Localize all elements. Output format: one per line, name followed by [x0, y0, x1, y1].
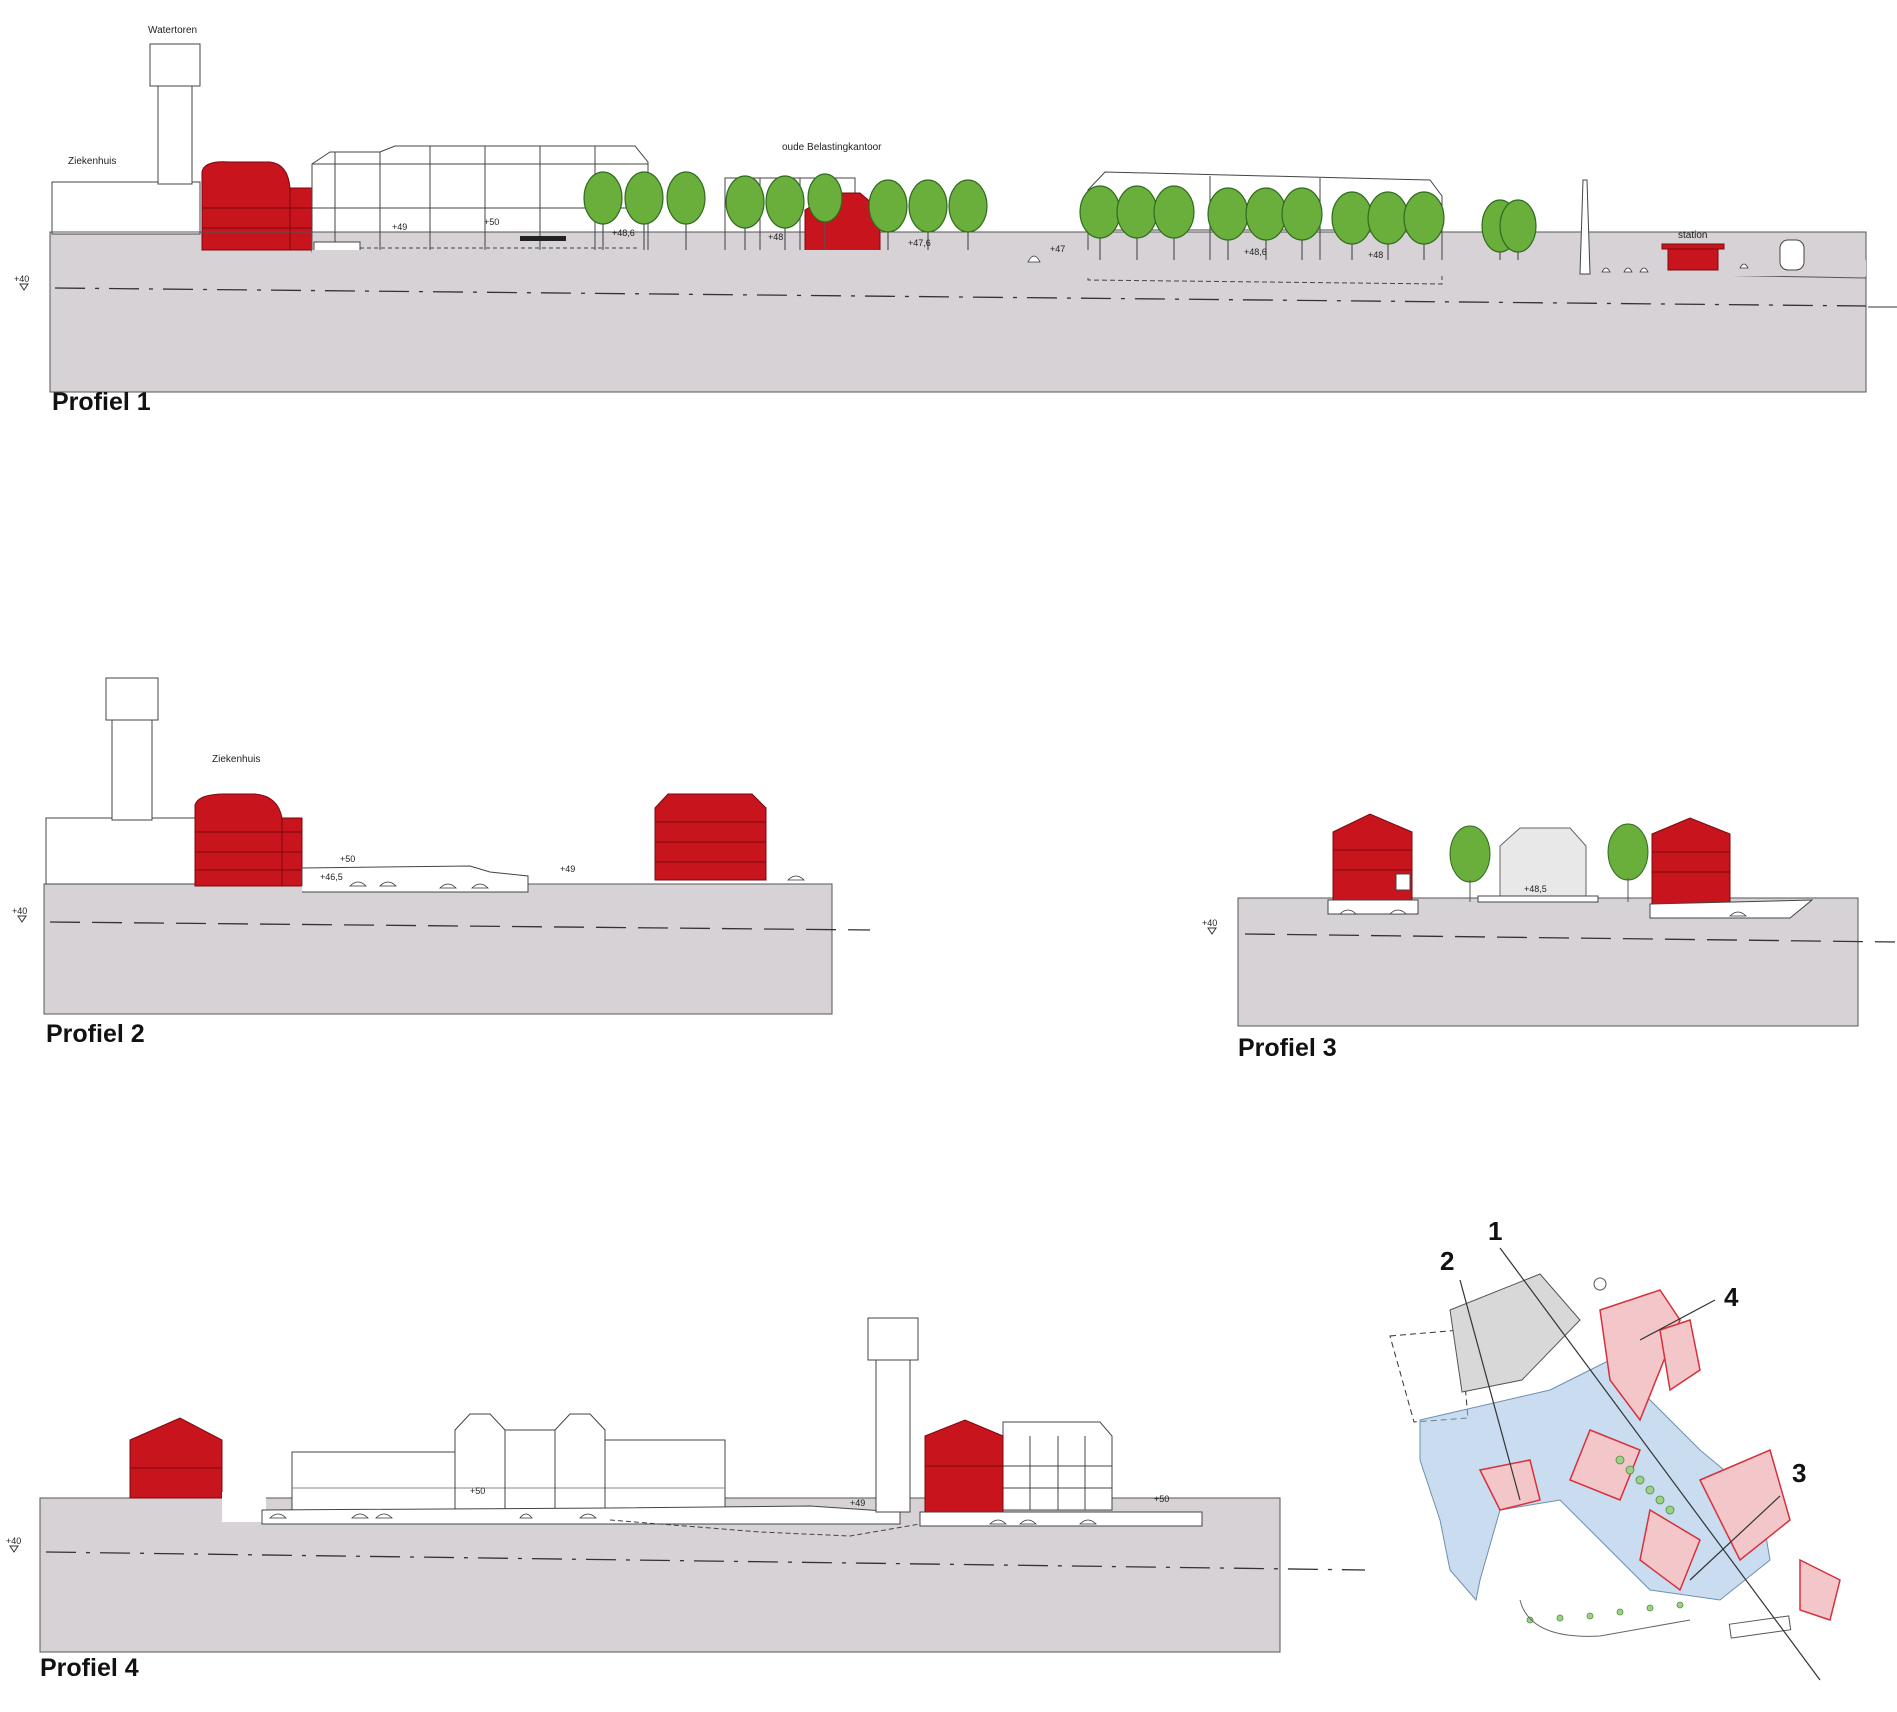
label-ziekenhuis: Ziekenhuis [68, 156, 116, 167]
tree [1449, 825, 1491, 883]
elev-1h: +48 [1368, 250, 1383, 260]
elev-2a: +50 [340, 854, 355, 864]
chimney [1579, 179, 1591, 275]
elev-4c: +50 [1154, 1494, 1169, 1504]
water-tower-shaft [157, 85, 193, 185]
right-building [1002, 1421, 1113, 1511]
section-line-3 [1689, 1495, 1781, 1581]
elev-1f: +47 [1050, 244, 1065, 254]
elev-1d: +48 [768, 232, 783, 242]
elev-ref-2: +40 [12, 906, 27, 916]
label-station: station [1678, 230, 1707, 241]
red-building [194, 793, 303, 887]
label-watertoren: Watertoren [148, 25, 197, 36]
profile-1-title: Profiel 1 [52, 388, 151, 416]
reference-line [54, 287, 1867, 307]
reference-line [1244, 933, 1896, 943]
water-tower-top [867, 1317, 919, 1361]
label-ziekenhuis: Ziekenhuis [212, 754, 260, 765]
elev-1e: +47,6 [908, 238, 931, 248]
profile-2: Ziekenhuis +40 +50 +46,5 +49 Profiel 2 [12, 677, 871, 1048]
station-building [1667, 247, 1719, 271]
map-red-blocks [1478, 1289, 1841, 1621]
red-building-right [654, 793, 767, 881]
tree [1607, 823, 1649, 881]
section-line-2 [1459, 1279, 1521, 1501]
trees-group-a [583, 171, 988, 254]
profile-4: +40 +50 +49 +50 Profiel 4 [6, 1317, 1366, 1682]
ground-section [1237, 897, 1859, 1027]
elev-2b: +46,5 [320, 872, 343, 882]
profile-3: +40 +48,5 Profiel 3 [1202, 813, 1896, 1062]
elev-1g: +48,6 [1244, 247, 1267, 257]
elev-3a: +48,5 [1524, 884, 1547, 894]
hospital-block [51, 181, 201, 233]
ground-section [43, 883, 833, 1015]
profile-2-title: Profiel 2 [46, 1020, 145, 1048]
office-building [311, 145, 649, 250]
red-building [201, 161, 313, 251]
red-building-left [129, 1417, 223, 1499]
long-building [291, 1413, 726, 1521]
map-number-4: 4 [1724, 1282, 1739, 1312]
map-number-1: 1 [1488, 1216, 1502, 1246]
water-tower-top [149, 43, 201, 87]
water-tower-shaft [875, 1359, 911, 1513]
hospital-block [45, 817, 199, 885]
elev-1b: +50 [484, 217, 499, 227]
reference-line [45, 1551, 1366, 1571]
section-line-4 [1639, 1299, 1716, 1341]
red-building-right [1651, 817, 1731, 905]
elev-4b: +49 [850, 1498, 865, 1508]
elev-1c: +48,6 [612, 228, 635, 238]
label-oude-belastingkantoor: oude Belastingkantoor [782, 142, 882, 153]
map-number-2: 2 [1440, 1246, 1454, 1276]
section-line-1 [1499, 1247, 1821, 1681]
profile-3-title: Profiel 3 [1238, 1034, 1337, 1062]
map-outline-dashed [1389, 1329, 1469, 1423]
reference-line [49, 921, 871, 931]
water-tower-top [105, 677, 159, 721]
map-large-building [1449, 1273, 1581, 1393]
elev-1a: +49 [392, 222, 407, 232]
trees-group-b [1079, 185, 1537, 274]
map-number-3: 3 [1792, 1458, 1806, 1488]
elev-ref-3: +40 [1202, 918, 1217, 928]
elev-2c: +49 [560, 864, 575, 874]
elev-ref-4: +40 [6, 1536, 21, 1546]
profile-1: Watertoren Ziekenhuis oude Belastingkant… [14, 25, 1897, 416]
elev-4a: +50 [470, 1486, 485, 1496]
map-trees [1526, 1455, 1684, 1624]
key-map: 1 2 3 4 [1389, 1216, 1841, 1681]
elev-ref-1: +40 [14, 274, 29, 284]
profile-4-title: Profiel 4 [40, 1654, 139, 1682]
water-tower-shaft [111, 719, 153, 821]
